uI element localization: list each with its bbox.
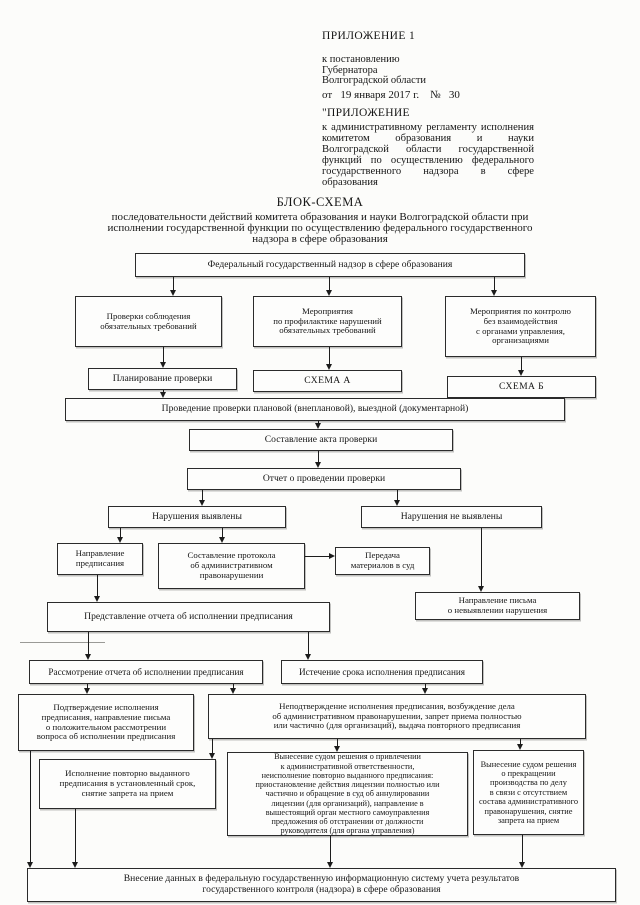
flow-node-inspection-conduct: Проведение проверки плановой (внепланово…: [65, 398, 565, 421]
connector-line: [75, 809, 76, 863]
flow-node-deadline-expiry: Истечение срока исполнения предписания: [281, 660, 483, 684]
connector-line: [30, 751, 31, 863]
connector-line: [522, 835, 523, 863]
arrow-down-icon: [219, 537, 225, 543]
arrow-down-icon: [27, 862, 33, 868]
connector-line: [97, 575, 98, 597]
connector-line: [318, 421, 319, 424]
connector-line: [521, 357, 522, 371]
arrow-down-icon: [85, 654, 91, 660]
arrow-down-icon: [160, 362, 166, 368]
connector-line: [163, 347, 164, 363]
arrow-down-icon: [478, 586, 484, 592]
connector-line: [120, 528, 121, 538]
arrow-down-icon: [209, 753, 215, 759]
arrow-down-icon: [519, 862, 525, 868]
arrow-down-icon: [491, 290, 497, 296]
flow-node-schema-a: СХЕМА А: [253, 370, 402, 392]
connector-line: [330, 836, 331, 863]
arrow-down-icon: [334, 746, 340, 752]
connector-line: [233, 684, 234, 689]
connector-line: [337, 739, 338, 747]
connector-line: [318, 451, 319, 463]
arrow-down-icon: [84, 688, 90, 694]
arrow-down-icon: [160, 392, 166, 398]
flow-node-compliance-checks: Проверки соблюдения обязательных требова…: [75, 296, 222, 347]
arrow-down-icon: [117, 537, 123, 543]
flow-node-violations-found: Нарушения выявлены: [108, 506, 286, 528]
scan-artifact-line: [20, 642, 105, 643]
arrow-down-icon: [326, 364, 332, 370]
flow-node-execution-not-confirmed: Неподтверждение исполнения предписания, …: [208, 694, 586, 739]
arrow-right-icon: [329, 553, 335, 559]
connector-line: [481, 528, 482, 587]
flow-node-schema-b: СХЕМА Б: [447, 376, 596, 398]
connector-line: [494, 277, 495, 291]
arrow-down-icon: [305, 654, 311, 660]
flow-node-prevention-activities: Мероприятия по профилактике нарушений об…: [253, 296, 402, 347]
decree-reference: к постановлению Губернатора Волгоградско…: [322, 54, 427, 87]
flow-node-court-dismissal-ruling: Вынесение судом решения о прекращении пр…: [473, 750, 584, 835]
document-header: ПРИЛОЖЕНИЕ 1 к постановлению Губернатора…: [322, 30, 534, 215]
appendix-label: ПРИЛОЖЕНИЕ 1: [322, 30, 416, 42]
flow-node-violations-not-found: Нарушения не выявлены: [361, 506, 542, 528]
connector-line: [308, 632, 309, 655]
flow-node-inspection-planning: Планирование проверки: [88, 368, 237, 390]
arrow-down-icon: [170, 290, 176, 296]
connector-line: [202, 490, 203, 501]
arrow-down-icon: [315, 423, 321, 429]
flow-node-no-violation-letter: Направление письма о невыявлении нарушен…: [415, 592, 580, 620]
flow-node-act-drafting: Составление акта проверки: [189, 429, 453, 451]
connector-line: [329, 347, 330, 365]
arrow-down-icon: [327, 862, 333, 868]
connector-line: [425, 684, 426, 689]
flow-node-report-review: Рассмотрение отчета об исполнении предпи…: [29, 660, 263, 684]
connector-line: [212, 739, 213, 754]
flow-node-execution-confirmed: Подтверждение исполнения предписания, на…: [18, 694, 194, 751]
flow-node-no-interaction-control: Мероприятия по контролю без взаимодейств…: [445, 296, 596, 357]
flow-node-order-issue: Направление предписания: [57, 543, 143, 575]
flow-node-repeat-order-executed: Исполнение повторно выданного предписани…: [39, 759, 216, 809]
arrow-down-icon: [326, 290, 332, 296]
arrow-down-icon: [422, 688, 428, 694]
connector-line: [88, 632, 89, 655]
arrow-down-icon: [199, 500, 205, 506]
flow-node-court-transfer: Передача материалов в суд: [335, 547, 430, 575]
flow-node-data-entry: Внесение данных в федеральную государств…: [27, 868, 616, 902]
connector-line: [329, 277, 330, 291]
arrow-down-icon: [230, 688, 236, 694]
arrow-down-icon: [94, 596, 100, 602]
arrow-down-icon: [72, 862, 78, 868]
connector-line: [520, 739, 521, 745]
decree-reference-line: к постановлению: [322, 54, 400, 65]
decree-reference-line: Волгоградской области: [322, 75, 427, 86]
diagram-title: БЛОК-СХЕМА: [276, 195, 364, 209]
flow-node-protocol-drafting: Составление протокола об административно…: [158, 543, 305, 589]
diagram-subtitle: последовательности действий комитета обр…: [107, 211, 533, 245]
flow-node-order-execution-report: Представление отчета об исполнении предп…: [47, 602, 330, 632]
arrow-down-icon: [315, 462, 321, 468]
connector-line: [305, 556, 330, 557]
arrow-down-icon: [517, 744, 523, 750]
connector-line: [87, 684, 88, 689]
flow-node-federal-supervision: Федеральный государственный надзор в сфе…: [135, 253, 525, 277]
decree-reference-line: Губернатора: [322, 64, 378, 76]
arrow-down-icon: [394, 500, 400, 506]
connector-line: [173, 277, 174, 291]
flow-node-inspection-report: Отчет о проведении проверки: [187, 468, 461, 490]
connector-line: [163, 390, 164, 393]
arrow-down-icon: [518, 370, 524, 376]
connector-line: [397, 490, 398, 501]
regulation-reference: к административному регламенту исполнени…: [322, 122, 534, 188]
appendix-quote-label: "ПРИЛОЖЕНИЕ: [322, 107, 410, 119]
date-number-line: от 19 января 2017 г. № 30: [322, 89, 460, 101]
connector-line: [222, 528, 223, 538]
flow-node-court-liability-ruling: Вынесение судом решения о привлечении к …: [227, 752, 468, 836]
